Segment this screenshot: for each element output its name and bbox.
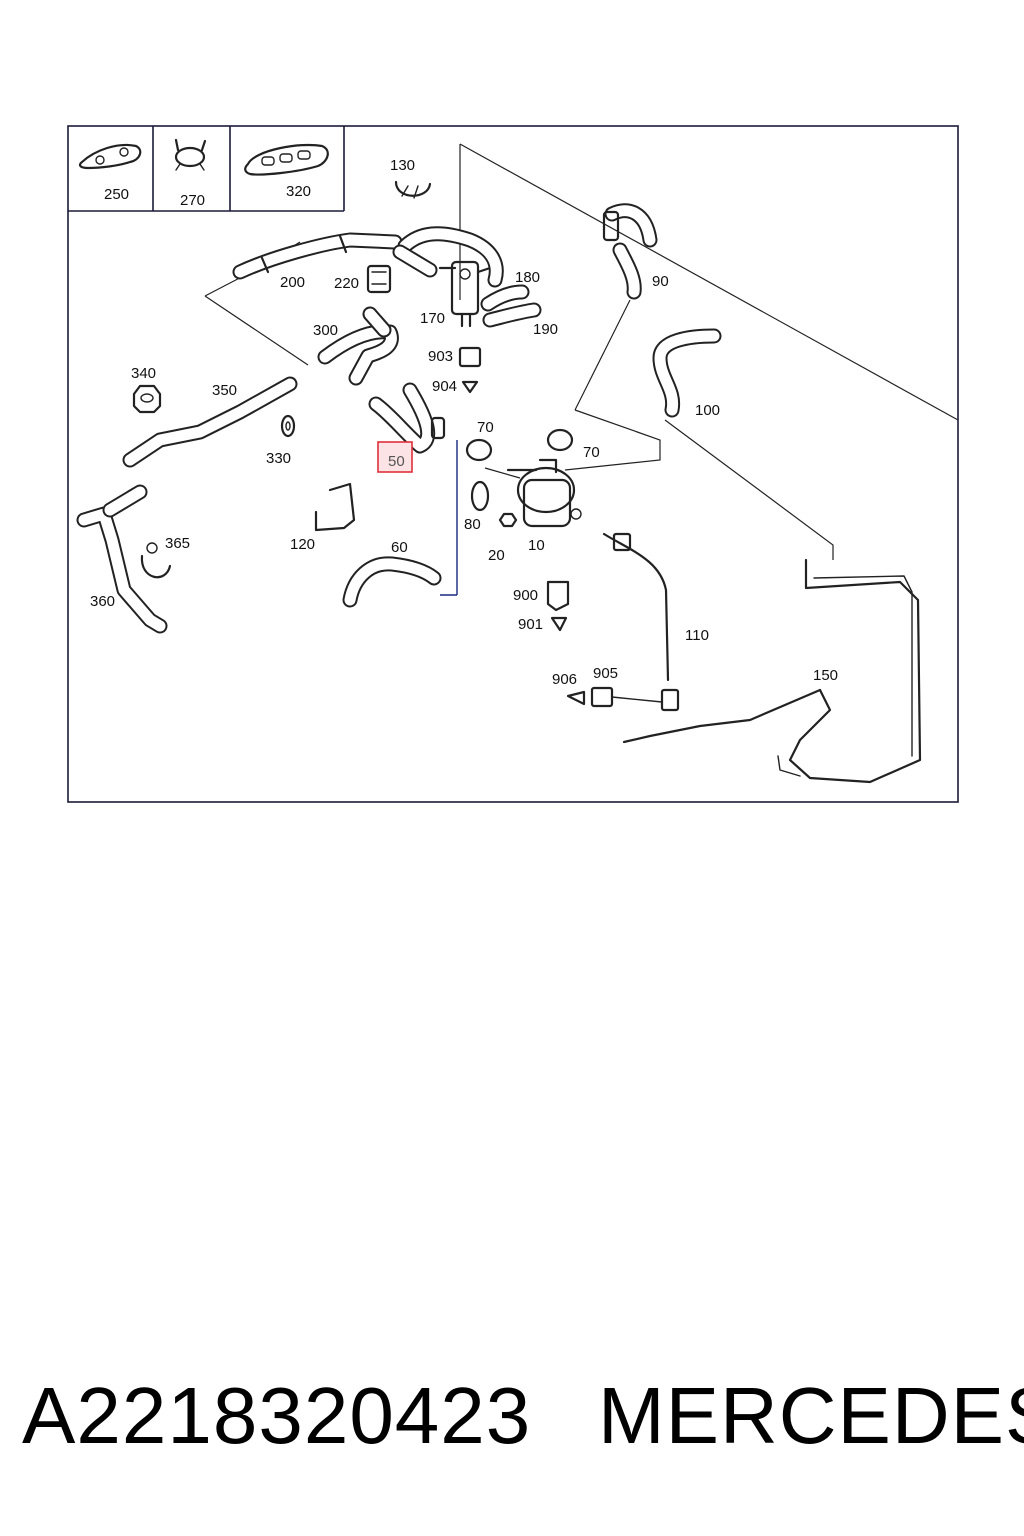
parts-diagram: 250 270 320 130 200 220 180 90 170 190 3… bbox=[67, 125, 959, 803]
hose-90 bbox=[602, 203, 658, 300]
washer-330-icon bbox=[280, 414, 296, 438]
connector-903-icon bbox=[458, 346, 482, 368]
pin-904-icon bbox=[461, 380, 479, 394]
label-250: 250 bbox=[104, 186, 129, 203]
hose-upper-connector bbox=[392, 226, 504, 288]
label-320: 320 bbox=[286, 183, 311, 200]
diagram-frame bbox=[67, 125, 959, 803]
hose-300 bbox=[317, 306, 399, 386]
label-903: 903 bbox=[428, 348, 453, 365]
label-170: 170 bbox=[420, 310, 445, 327]
label-905: 905 bbox=[593, 665, 618, 682]
pump-10 bbox=[506, 458, 582, 528]
connector-905-icon bbox=[590, 686, 663, 708]
hose-350 bbox=[122, 376, 298, 468]
label-150: 150 bbox=[813, 667, 838, 684]
label-70-left: 70 bbox=[477, 419, 494, 436]
clamp-70-right-icon bbox=[546, 428, 574, 452]
pin-901-icon bbox=[550, 616, 568, 632]
inset-boxes bbox=[68, 126, 345, 212]
label-300: 300 bbox=[313, 322, 338, 339]
hose-360 bbox=[76, 484, 168, 634]
label-190: 190 bbox=[533, 321, 558, 338]
valve-170 bbox=[438, 260, 492, 328]
wire-harness-150 bbox=[622, 558, 922, 784]
label-330: 330 bbox=[266, 450, 291, 467]
hose-200 bbox=[232, 232, 403, 280]
label-110: 110 bbox=[685, 627, 709, 644]
hose-100 bbox=[652, 328, 722, 418]
hose-60 bbox=[342, 556, 442, 608]
grommet-80-icon bbox=[470, 480, 490, 512]
label-340: 340 bbox=[131, 365, 156, 382]
nut-340-icon bbox=[132, 384, 162, 414]
hose-190 bbox=[482, 302, 542, 328]
hose-clamp-icon bbox=[174, 138, 207, 171]
hose-180 bbox=[480, 284, 530, 312]
label-50: 50 bbox=[388, 453, 405, 470]
label-200: 200 bbox=[280, 274, 305, 291]
label-180: 180 bbox=[515, 269, 540, 286]
pin-906-icon bbox=[566, 690, 586, 706]
leader-lines bbox=[204, 143, 959, 560]
label-130: 130 bbox=[390, 157, 415, 174]
clip-130-icon bbox=[394, 180, 432, 199]
clamp-70-left-icon bbox=[465, 438, 493, 462]
bracket-120 bbox=[314, 482, 356, 532]
label-20: 20 bbox=[488, 547, 505, 564]
label-70-right: 70 bbox=[583, 444, 600, 461]
label-10: 10 bbox=[528, 537, 545, 554]
bracket-220-icon bbox=[366, 264, 392, 294]
cable-110 bbox=[602, 532, 680, 712]
nut-20-icon bbox=[498, 512, 518, 528]
connector-900-icon bbox=[546, 580, 570, 612]
label-901: 901 bbox=[518, 616, 543, 633]
label-906: 906 bbox=[552, 671, 577, 688]
label-90: 90 bbox=[652, 273, 669, 290]
label-60: 60 bbox=[391, 539, 408, 556]
label-360: 360 bbox=[90, 593, 115, 610]
label-80: 80 bbox=[464, 516, 481, 533]
label-904: 904 bbox=[432, 378, 457, 395]
label-120: 120 bbox=[290, 536, 315, 553]
label-365: 365 bbox=[165, 535, 190, 552]
label-220: 220 bbox=[334, 275, 359, 292]
bracket-line bbox=[440, 440, 458, 596]
part-number: A2218320423 bbox=[22, 1371, 532, 1460]
label-100: 100 bbox=[695, 402, 720, 419]
label-270: 270 bbox=[180, 192, 205, 209]
callout-labels: 250 270 320 130 200 220 180 90 170 190 3… bbox=[90, 157, 838, 688]
gasket-plate-icon bbox=[78, 143, 142, 170]
label-350: 350 bbox=[212, 382, 237, 399]
seal-plate-icon bbox=[244, 143, 329, 176]
brand-name: MERCEDES bbox=[598, 1371, 1024, 1460]
clip-365-icon bbox=[140, 542, 172, 579]
label-900: 900 bbox=[513, 587, 538, 604]
highlight-box bbox=[377, 441, 413, 473]
hose-50 bbox=[368, 382, 446, 454]
